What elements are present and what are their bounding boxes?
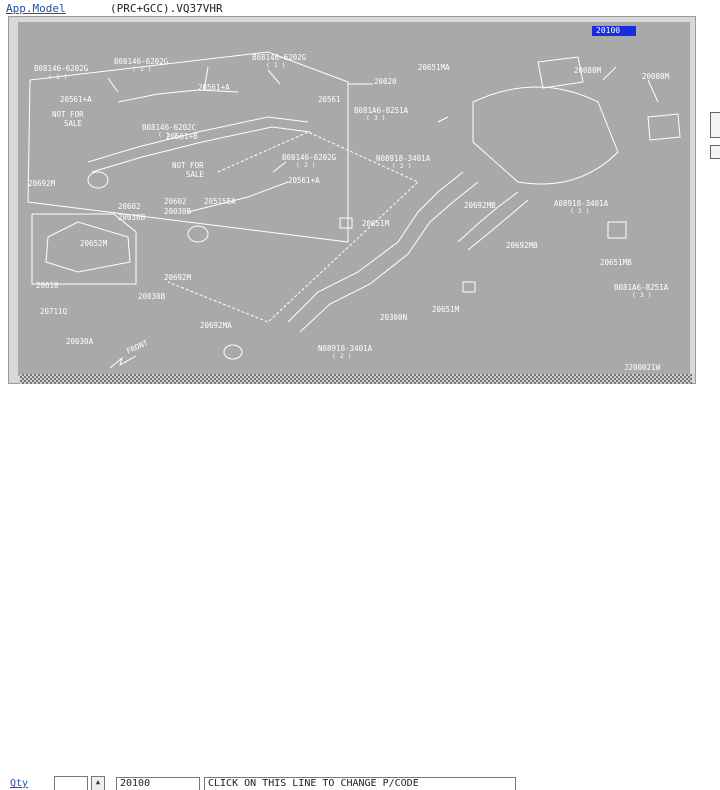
label-qty: ( 2 ) <box>570 207 590 215</box>
hanger-lower <box>462 281 476 293</box>
label-20652m: 20652M <box>80 239 108 248</box>
label-20692m: 20692M <box>28 179 56 188</box>
center-pipe-c <box>457 191 519 243</box>
diagram-bottom-border <box>20 374 692 384</box>
center-pipe-a <box>287 171 464 323</box>
label-20610: 20610 <box>36 281 59 290</box>
scroll-button-down[interactable] <box>710 145 720 159</box>
group-outline-lower <box>31 213 137 285</box>
selected-part-highlight[interactable] <box>592 26 636 36</box>
label-20651ma: 20651MA <box>418 63 450 72</box>
label-20561a-left: 20561+A <box>60 95 92 104</box>
label-qty: ( 2 ) <box>392 162 412 170</box>
label-20692m-lower: 20692M <box>164 273 192 282</box>
part-number-field[interactable]: 20100 <box>116 777 200 790</box>
label-20561a: 20561+A <box>198 83 230 92</box>
label-qty: ( 3 ) <box>632 291 652 299</box>
label-20651m: 20651M <box>362 219 390 228</box>
front-tube-d <box>187 181 289 213</box>
qty-input[interactable] <box>54 776 88 790</box>
scroll-button-up[interactable] <box>710 112 720 138</box>
center-pipe-b <box>299 181 479 333</box>
label-n08918-3401a-b: N08918-3401A <box>318 344 373 353</box>
diagram-canvas: B08146-6202G ( 1 ) B08146-6202G ( 1 ) B0… <box>27 51 681 372</box>
tailpipe-right <box>647 113 681 141</box>
flange-lower <box>187 225 209 243</box>
label-20030a: 20030A <box>66 337 94 346</box>
muffler-shape <box>472 86 619 185</box>
label-20080m-top: 20080M <box>574 66 602 75</box>
diagram-code: J200021W <box>624 363 661 372</box>
label-20692mb: 20692MB <box>464 201 496 210</box>
change-pcode-hint[interactable]: CLICK ON THIS LINE TO CHANGE P/CODE <box>204 777 516 790</box>
front-tube-a <box>87 116 309 163</box>
label-not-for-sale: NOT FOR <box>52 110 84 119</box>
label-20692ma: 20692MA <box>200 321 232 330</box>
label-20651mb: 20651MB <box>600 258 632 267</box>
heat-shield <box>45 221 131 273</box>
exhaust-parts-diagram: B08146-6202G ( 1 ) B08146-6202G ( 1 ) B0… <box>18 22 690 376</box>
label-20602-b: 20602 <box>164 197 187 206</box>
label-20561a-lower: 20561+A <box>288 176 320 185</box>
front-tube-c <box>117 89 239 103</box>
label-b08146-6202c: B08146-6202C <box>142 123 196 132</box>
qty-label[interactable]: Qty <box>10 778 29 789</box>
selected-part-number[interactable]: 20100 <box>596 26 621 35</box>
label-20030b-lower: 20030B <box>138 292 166 301</box>
front-arrow-label: FRONT <box>125 338 150 356</box>
label-a08918-3401a: A08918-3401A <box>554 199 609 208</box>
label-20561: 20561 <box>318 95 341 104</box>
label-20020: 20020 <box>374 77 397 86</box>
flange-left <box>87 171 109 189</box>
label-20711q: 20711Q <box>40 307 68 316</box>
label-b08146-6202g-right: B08146-6202G <box>252 53 307 62</box>
bracket-right <box>607 221 627 239</box>
label-qty: ( 1 ) <box>158 131 178 139</box>
label-b08146-6202g-mid: B08146-6202G <box>114 57 169 66</box>
group-outline-front <box>167 131 419 323</box>
label-20602: 20602 <box>118 202 141 211</box>
label-b081a6-8251a: B081A6-8251A <box>354 106 409 115</box>
label-20300n: 20300N <box>380 313 407 322</box>
label-b08146-6202g: B08146-6202G <box>34 64 89 73</box>
label-20080m-right: 20080M <box>642 72 670 81</box>
label-20692mb-right: 20692MB <box>506 241 538 250</box>
front-tube-b <box>91 126 311 173</box>
label-not-for-sale: SALE <box>64 119 83 128</box>
label-qty: ( 2 ) <box>296 161 316 169</box>
label-b081a6-8251a-b: B081A6-8251A <box>614 283 669 292</box>
label-not-for-sale-2: NOT FOR <box>172 161 204 170</box>
label-qty: ( 3 ) <box>366 114 386 122</box>
flange-front <box>223 344 243 360</box>
label-20651m-lower: 20651M <box>432 305 460 314</box>
label-20030b: 20030B <box>118 213 146 222</box>
label-qty: ( 2 ) <box>332 352 352 360</box>
label-20030b-b: 20030B <box>164 207 192 216</box>
label-qty: ( 1 ) <box>266 61 286 69</box>
label-20561b: 20561+B <box>166 132 198 141</box>
center-pipe-d <box>467 199 529 251</box>
group-outline-upper <box>27 51 349 243</box>
title-row: App.Model (PRC+GCC).VQ37VHR <box>0 0 720 18</box>
model-code: (PRC+GCC).VQ37VHR <box>110 2 223 15</box>
app-model-link[interactable]: App.Model <box>6 2 66 15</box>
hanger-mid <box>339 217 353 229</box>
label-qty: ( 1 ) <box>48 73 68 81</box>
label-not-for-sale-2: SALE <box>186 170 205 179</box>
label-20515ea: 20515EA <box>204 197 236 206</box>
label-qty: ( 1 ) <box>132 65 152 73</box>
label-n08918-3401a: N08918-3401A <box>376 154 431 163</box>
bottom-bar: Qty ▲ 20100 CLICK ON THIS LINE TO CHANGE… <box>0 386 720 790</box>
front-arrow-icon <box>109 355 137 369</box>
label-b08146-6202g-lower: B08146-6202G <box>282 153 337 162</box>
qty-stepper-icon[interactable]: ▲ <box>91 776 105 790</box>
tailpipe-left <box>537 56 584 89</box>
